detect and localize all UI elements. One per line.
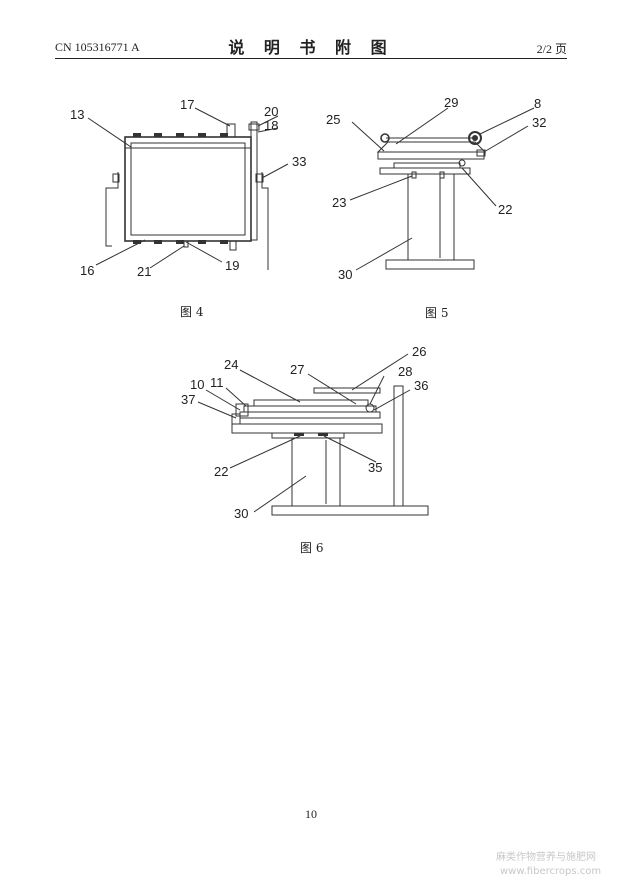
figure-4-label: 16 (80, 263, 94, 278)
figure-5-label: 22 (498, 202, 512, 217)
page-number: 10 (305, 807, 317, 821)
page-count: 2/2 页 (536, 42, 567, 56)
figure-4-label: 17 (180, 97, 194, 112)
figure-4-label: 33 (292, 154, 306, 169)
figure-6-label: 35 (368, 460, 382, 475)
figure-6-label: 37 (181, 392, 195, 407)
figure-5-label: 32 (532, 115, 546, 130)
figure-4-caption: 图 4 (180, 305, 204, 319)
figure-5-label: 8 (534, 96, 541, 111)
figure-4-label: 21 (137, 264, 151, 279)
figure-5-label: 23 (332, 195, 346, 210)
figure-6-label: 26 (412, 344, 426, 359)
figure-5-label: 25 (326, 112, 340, 127)
figure-6-label: 22 (214, 464, 228, 479)
figure-4-label: 20 (264, 104, 278, 119)
figure-5-caption: 图 5 (425, 306, 448, 320)
figure-6-label: 28 (398, 364, 412, 379)
watermark-text: 麻类作物营养与施肥网 (496, 850, 596, 863)
page-header: CN 105316771 A 说 明 书 附 图 2/2 页 (0, 0, 622, 60)
figure-6-label: 11 (210, 375, 224, 390)
figure-6-label: 10 (190, 377, 204, 392)
publication-number: CN 105316771 A (55, 40, 140, 54)
figure-4-label: 18 (264, 118, 278, 133)
figure-6-label: 27 (290, 362, 304, 377)
figure-6-label: 24 (224, 357, 238, 372)
figure-4-label: 13 (70, 107, 84, 122)
figure-6-drawing (197, 353, 429, 516)
figure-4-label: 19 (225, 258, 239, 273)
figure-4-drawing (87, 107, 289, 270)
figure-5-label: 30 (338, 267, 352, 282)
page-title: 说 明 书 附 图 (228, 38, 394, 57)
figure-6-label: 36 (414, 378, 428, 393)
figure-6-label: 30 (234, 506, 248, 521)
figure-5-drawing (349, 107, 535, 271)
figure-5-label: 29 (444, 95, 458, 110)
figure-6-caption: 图 6 (300, 541, 323, 555)
watermark-url: www.fibercrops.com (500, 866, 601, 877)
header-rule (55, 58, 567, 59)
